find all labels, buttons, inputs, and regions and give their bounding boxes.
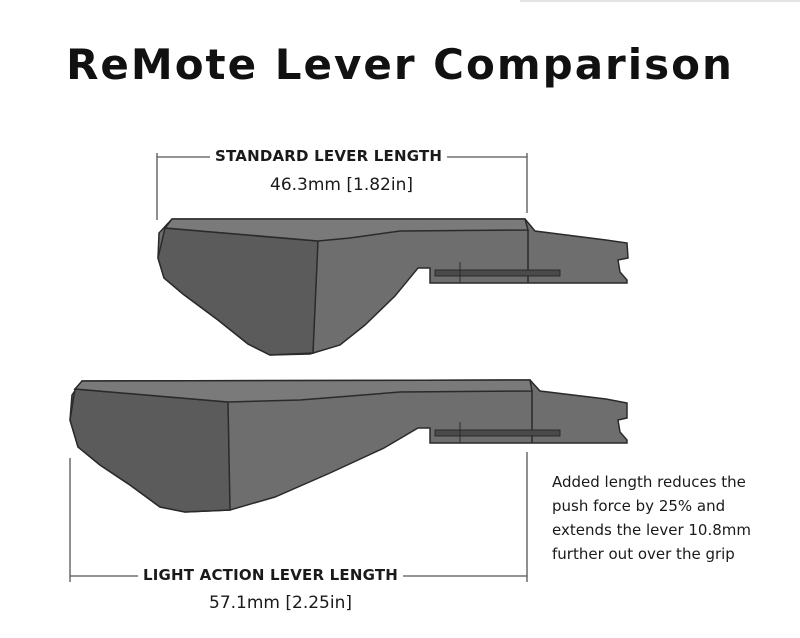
added-length-note: Added length reduces the push force by 2…	[552, 470, 792, 566]
light-action-lever-label: LIGHT ACTION LEVER LENGTH	[138, 566, 404, 584]
light-action-lever	[69, 379, 628, 513]
standard-lever	[157, 218, 629, 356]
standard-lever-label: STANDARD LEVER LENGTH	[210, 147, 448, 165]
note-line: further out over the grip	[552, 545, 735, 563]
light-action-lever-slot	[434, 429, 561, 437]
note-line: push force by 25% and	[552, 497, 726, 515]
standard-lever-measurement: 46.3mm [1.82in]	[270, 175, 413, 195]
standard-lever-slot	[434, 269, 561, 277]
standard-lever-face	[157, 227, 319, 356]
top-divider	[520, 0, 800, 2]
note-line: Added length reduces the	[552, 473, 746, 491]
page-title: ReMote Lever Comparison	[66, 40, 734, 89]
light-action-lever-measurement: 57.1mm [2.25in]	[209, 593, 352, 613]
light-action-lever-face	[69, 388, 231, 513]
light-action-lever-top-bevel	[73, 379, 533, 403]
standard-lever-top-bevel	[163, 218, 529, 242]
note-line: extends the lever 10.8mm	[552, 521, 752, 539]
